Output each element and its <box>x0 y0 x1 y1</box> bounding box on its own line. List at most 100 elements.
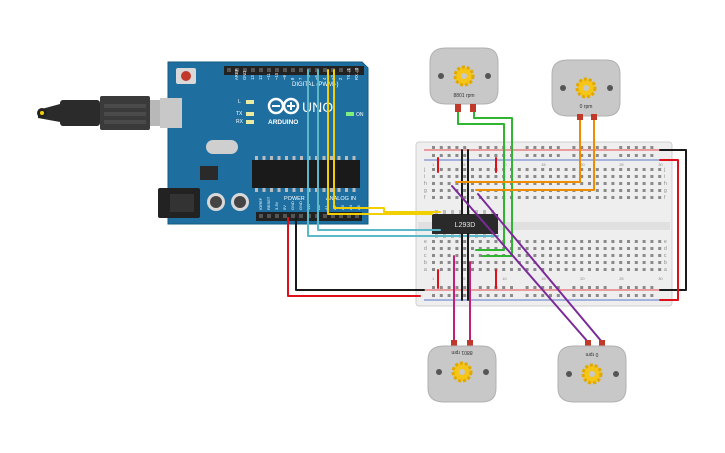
column-label: 15 <box>541 162 546 167</box>
header-pin[interactable] <box>267 68 271 72</box>
row-letter: a <box>664 267 667 273</box>
wire-cyan-1 <box>307 69 499 237</box>
digital-pin-label: 7 <box>298 77 303 80</box>
header-pin[interactable] <box>323 68 327 72</box>
header-pin[interactable] <box>355 68 359 72</box>
header-pin[interactable] <box>259 214 263 218</box>
digital-pin-label: TX→1 <box>346 67 351 80</box>
header-pin[interactable] <box>339 214 343 218</box>
digital-pin-label: 12 <box>258 75 263 80</box>
led-rx <box>246 120 254 124</box>
header-pin[interactable] <box>235 68 239 72</box>
motor-bottom-right[interactable]: 0 rpm <box>557 340 627 403</box>
motor-rpm: 0 rpm <box>580 104 593 110</box>
row-letter: g <box>664 188 667 194</box>
power-pin-label: 3.3V <box>274 201 279 210</box>
motor-bottom-left[interactable]: 8801 rpm <box>427 340 497 403</box>
wire-orange-2 <box>475 113 595 191</box>
motor-top-right[interactable]: 0 rpm <box>551 59 621 120</box>
digital-pin-label: 4 <box>322 77 327 80</box>
header-pin[interactable] <box>227 68 231 72</box>
header-pin[interactable] <box>299 68 303 72</box>
row-letter: c <box>664 253 667 259</box>
wire-cyan-2 <box>317 69 441 231</box>
column-label: 30 <box>658 162 663 167</box>
column-label: 5 <box>463 276 466 281</box>
row-letter: j <box>663 167 665 173</box>
gear-icon <box>453 65 475 87</box>
digital-pin-label: 8 <box>290 77 295 80</box>
header-pin[interactable] <box>291 214 295 218</box>
column-label: 25 <box>619 162 624 167</box>
gear-icon <box>575 77 597 99</box>
wire-red-rail <box>659 159 679 301</box>
tx-label: TX <box>236 111 243 117</box>
wires[interactable] <box>287 69 687 343</box>
l293d-chip[interactable]: L293D <box>432 210 498 238</box>
header-pin[interactable] <box>299 214 303 218</box>
power-pin-label: GND <box>298 201 303 210</box>
row-letter: e <box>664 239 667 245</box>
row-letter: i <box>424 174 425 180</box>
header-pin[interactable] <box>283 214 287 218</box>
digital-pin-label: ~5 <box>314 75 319 80</box>
center-channel <box>418 222 670 230</box>
row-letter: e <box>424 239 427 245</box>
regulator <box>200 166 218 180</box>
column-label: 5 <box>463 162 466 167</box>
header-pin[interactable] <box>275 68 279 72</box>
row-letter: i <box>664 174 665 180</box>
row-letter: j <box>423 167 425 173</box>
header-pin[interactable] <box>347 68 351 72</box>
header-pin[interactable] <box>283 68 287 72</box>
header-pin[interactable] <box>291 68 295 72</box>
digital-pin-label: 13 <box>250 75 255 80</box>
column-label: 1 <box>432 162 435 167</box>
column-label: 10 <box>502 276 507 281</box>
digital-pin-label: ~10 <box>274 72 279 80</box>
header-pin[interactable] <box>355 214 359 218</box>
digital-pin-label: ~3 <box>330 75 335 80</box>
arduino-board[interactable]: UNO ARDUINO DIGITAL (PWM~) POWER ANALOG … <box>158 61 369 225</box>
analog-pin-label: A1 <box>324 204 329 210</box>
motor-top-left[interactable]: 8801 rpm <box>429 47 499 112</box>
digital-pin-label: RX←0 <box>354 67 359 80</box>
reset-button-cap <box>181 71 191 81</box>
wire-yellow-2 <box>333 69 441 213</box>
header-pin[interactable] <box>347 214 351 218</box>
motor-rpm: 8801 rpm <box>451 349 472 355</box>
motor-rpm: 8801 rpm <box>453 93 474 99</box>
usb-port <box>160 98 182 128</box>
wire-green-2 <box>473 109 513 257</box>
digital-pin-label: 2 <box>338 77 343 80</box>
chip-label: L293D <box>455 222 476 229</box>
header-pin[interactable] <box>259 68 263 72</box>
header-pin[interactable] <box>243 68 247 72</box>
digital-pin-label: ~9 <box>282 75 287 80</box>
usb-cable[interactable] <box>37 96 172 130</box>
row-letter: h <box>424 181 427 187</box>
arduino-logo <box>267 97 300 115</box>
column-label: 1 <box>432 276 435 281</box>
on-label: ON <box>356 112 364 118</box>
row-letter: g <box>424 188 427 194</box>
header-pin[interactable] <box>251 68 255 72</box>
power-label: POWER <box>284 196 305 202</box>
wire-purple-1 <box>451 185 589 343</box>
column-label: 20 <box>580 162 585 167</box>
header-pin[interactable] <box>267 214 271 218</box>
header-pin[interactable] <box>275 214 279 218</box>
row-letter: h <box>664 181 667 187</box>
gnd-label: GND <box>242 71 247 80</box>
wire-orange-1 <box>455 113 581 183</box>
rx-label: RX <box>236 119 244 125</box>
column-label: 15 <box>541 276 546 281</box>
header-pin[interactable] <box>331 214 335 218</box>
power-pin-label: 5V <box>282 205 287 210</box>
header-pin[interactable] <box>323 214 327 218</box>
row-letter: b <box>424 260 427 266</box>
header-pin[interactable] <box>339 68 343 72</box>
row-letter: d <box>664 246 667 252</box>
led-on <box>346 112 354 116</box>
